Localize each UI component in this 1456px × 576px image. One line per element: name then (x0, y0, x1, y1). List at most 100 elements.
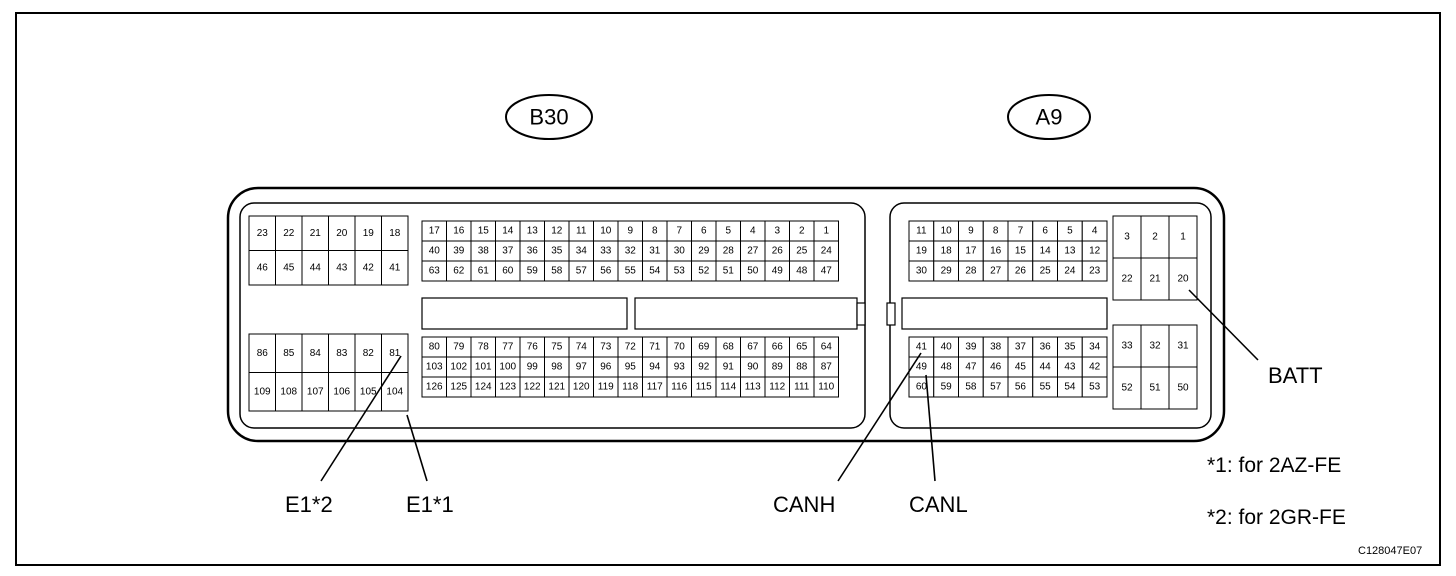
b30-pin-label: 112 (769, 382, 785, 393)
a9-pin-label: 36 (1040, 342, 1052, 353)
a9-pin-label: 9 (968, 226, 974, 237)
a9-pin-label: 59 (941, 382, 953, 393)
a9-pin-cell (1168, 324, 1198, 368)
note-2: *2: for 2GR-FE (1207, 506, 1346, 529)
a9-pin-label: 18 (941, 246, 953, 257)
b30-pin-label: 21 (310, 228, 322, 239)
a9-pin-label: 14 (1040, 246, 1052, 257)
b30-pin-label: 100 (499, 362, 516, 373)
b30-pin-cell (248, 215, 276, 251)
b30-pin-label: 72 (625, 342, 637, 353)
a9-pin-label: 6 (1042, 226, 1048, 237)
a9-pin-label: 39 (965, 342, 977, 353)
b30-pin-label: 54 (649, 266, 661, 277)
b30-pin-label: 16 (453, 226, 465, 237)
b30-pin-label: 24 (821, 246, 833, 257)
b30-pin-cell (301, 372, 329, 412)
b30-pin-label: 115 (696, 382, 712, 393)
b30-pin-label: 45 (283, 262, 295, 273)
a9-pin-label: 29 (941, 266, 953, 277)
b30-pin-cell (275, 215, 303, 251)
b30-pin-label: 63 (429, 266, 441, 277)
b30-pin-label: 30 (674, 246, 686, 257)
a9-pin-label: 12 (1089, 246, 1101, 257)
b30-pin-label: 41 (389, 262, 401, 273)
a9-pin-label: 52 (1121, 383, 1133, 394)
b30-pin-label: 33 (600, 246, 612, 257)
b30-pin-cell (354, 372, 382, 412)
b30-pin-label: 4 (750, 226, 756, 237)
a9-pin-label: 42 (1089, 362, 1101, 373)
a9-pin-label: 16 (990, 246, 1002, 257)
b30-pin-label: 97 (576, 362, 588, 373)
b30-pin-cell (354, 333, 382, 373)
b30-pin-label: 106 (333, 386, 350, 397)
a9-pin-label: 19 (916, 246, 928, 257)
b30-pin-label: 58 (551, 266, 563, 277)
b30-pin-label: 55 (625, 266, 637, 277)
b30-pin-label: 48 (796, 266, 808, 277)
b30-pin-label: 56 (600, 266, 612, 277)
b30-pin-label: 83 (336, 348, 348, 359)
b30-pin-label: 17 (429, 226, 441, 237)
a9-pin-label: 28 (965, 266, 977, 277)
b30-pin-label: 40 (429, 246, 441, 257)
b30-pin-label: 1 (823, 226, 829, 237)
b30-pin-label: 95 (625, 362, 637, 373)
a9-pin-label: 41 (916, 342, 928, 353)
b30-pin-label: 98 (551, 362, 563, 373)
b30-pin-label: 59 (527, 266, 539, 277)
b30-pin-label: 47 (821, 266, 833, 277)
b30-pin-label: 108 (280, 386, 297, 397)
b30-center-bar-right (634, 297, 858, 330)
a9-pin-label: 10 (941, 226, 953, 237)
a9-pin-cell (1140, 366, 1170, 410)
b30-pin-cell (275, 250, 303, 286)
a9-pin-label: 44 (1040, 362, 1052, 373)
b30-pin-label: 37 (502, 246, 514, 257)
b30-pin-cell (248, 333, 276, 373)
b30-pin-label: 109 (254, 386, 271, 397)
a9-pin-label: 50 (1177, 383, 1189, 394)
b30-pin-label: 124 (475, 382, 492, 393)
a9-pin-label: 34 (1089, 342, 1101, 353)
b30-pin-label: 44 (310, 262, 322, 273)
b30-pin-label: 73 (600, 342, 612, 353)
a9-pin-label: 21 (1149, 274, 1161, 285)
callout-e1-1: E1*1 (406, 492, 454, 517)
b30-pin-label: 81 (389, 348, 401, 359)
b30-pin-label: 35 (551, 246, 563, 257)
b30-pin-label: 111 (794, 382, 810, 393)
a9-center-bar (901, 297, 1108, 330)
figure-frame (15, 12, 1441, 566)
b30-pin-cell (328, 215, 356, 251)
b30-pin-label: 49 (772, 266, 784, 277)
b30-pin-label: 116 (671, 382, 687, 393)
b30-pin-cell (354, 250, 382, 286)
b30-pin-cell (275, 333, 303, 373)
a9-pin-label: 17 (965, 246, 977, 257)
b30-tag-label: B30 (529, 105, 568, 130)
b30-pin-label: 76 (527, 342, 539, 353)
b30-pin-label: 104 (386, 386, 403, 397)
b30-pin-cell (813, 376, 839, 398)
a9-pin-label: 15 (1015, 246, 1027, 257)
a9-pin-label: 13 (1064, 246, 1076, 257)
callout-canh: CANH (773, 492, 835, 517)
a9-pin-label: 30 (916, 266, 928, 277)
e1-1-leader (406, 414, 428, 482)
b30-pin-cell (381, 250, 409, 286)
a9-pin-label: 45 (1015, 362, 1027, 373)
a9-tag: A9 (1007, 94, 1091, 140)
b30-pin-label: 39 (453, 246, 465, 257)
a9-pin-label: 4 (1092, 226, 1098, 237)
a9-pin-label: 5 (1067, 226, 1073, 237)
b30-pin-label: 102 (450, 362, 467, 373)
b30-pin-label: 105 (360, 386, 377, 397)
b30-pin-label: 22 (283, 228, 295, 239)
b30-pin-label: 18 (389, 228, 401, 239)
b30-pin-label: 9 (627, 226, 633, 237)
a9-pin-label: 33 (1121, 341, 1133, 352)
b30-pin-cell (275, 372, 303, 412)
